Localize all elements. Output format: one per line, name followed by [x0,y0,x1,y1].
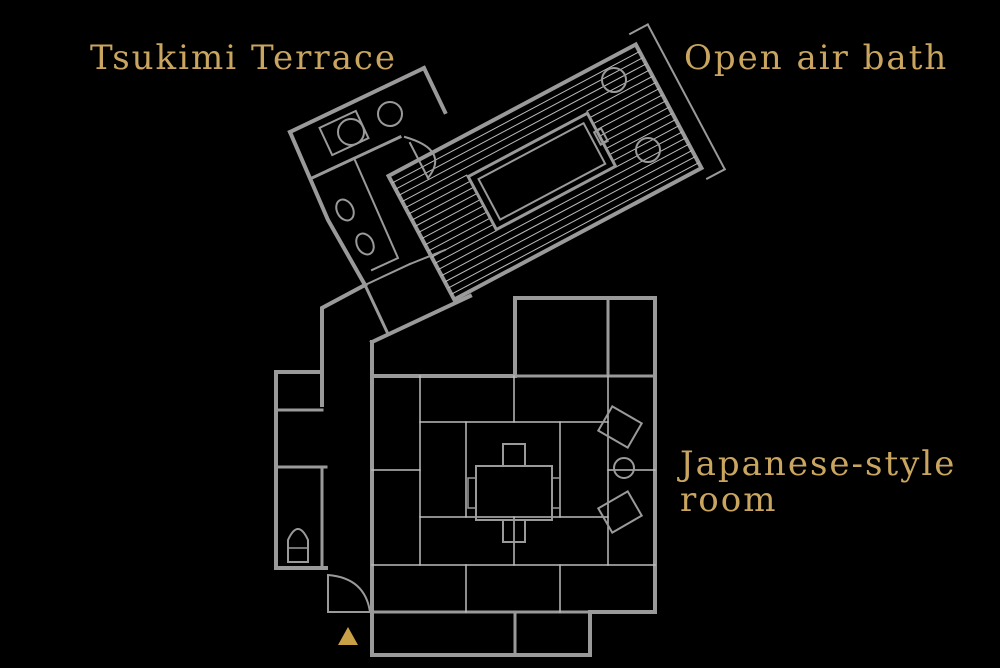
bath-edge [628,23,650,36]
toilet-icon [287,528,309,563]
cushion [502,519,526,543]
deck-slat [405,174,468,209]
japanese-room-wall [370,296,657,657]
bath-door-swing [403,135,437,180]
deck-slat [451,162,699,295]
side-table [613,457,635,479]
deck-slat [444,149,693,283]
deck-slat [592,88,660,125]
deck-slat [415,192,478,227]
vanity-basin [355,232,375,256]
entry-door-swing [326,573,372,614]
cushion-side [551,477,561,509]
bath-deck [385,23,727,303]
tatami-grid [371,375,656,613]
deck-slat [434,230,498,264]
japanese-room-label-line2: room [680,480,778,520]
vanity-counter [326,156,400,272]
deck-slat [599,100,667,137]
bath-tub-inner [477,121,607,222]
japanese-room-label-line1: Japanese-style [680,444,957,484]
deck-slat [602,106,670,143]
deck-slat [428,217,491,252]
deck-slats [392,51,699,295]
deck-slat [398,63,647,196]
bath-tap [592,127,610,147]
deck-slat [612,125,680,162]
low-table [475,465,553,521]
deck-slat [615,131,683,168]
bath-deck-outline [385,41,705,303]
deck-slat [421,205,484,240]
deck-slat [392,51,640,184]
window-chair [596,490,644,534]
deck-slat [411,186,475,221]
terrace-wall [421,65,448,115]
deck-slat [589,81,657,119]
deck-slat [596,94,663,131]
deck-slat [441,143,690,277]
deck-slat [586,75,653,112]
deck-slat [424,211,488,246]
deck-slat [605,112,673,149]
terrace-wall [287,65,427,135]
cushion [502,443,526,467]
bath-stool [635,137,661,163]
deck-slat [408,180,471,215]
terrace-wall [310,135,402,180]
corridor-wall [369,293,473,345]
entrance-triangle-icon [338,627,358,645]
bath-edge [705,167,727,181]
bath-stool [601,67,627,93]
walls [274,23,727,657]
bath-edge [646,23,727,171]
bath-door [408,141,430,180]
terrace-sink [337,118,365,146]
toilet-room-wall [274,370,328,570]
deck-slat [418,199,481,233]
corridor-wall [363,283,390,336]
terrace-wall [287,129,368,288]
window-chair [596,405,644,449]
tsukimi-terrace-label: Tsukimi Terrace [90,38,398,78]
deck-slat [609,119,676,156]
bath-tub-outer [466,111,618,232]
open-air-bath-label: Open air bath [684,38,949,78]
wash-wall [408,248,447,266]
corridor-wall [320,282,368,407]
deck-slat [438,137,686,270]
wash-wall [363,262,412,287]
japanese-room-label: Japanese-style room [680,446,956,518]
cushion-side [467,477,477,509]
deck-slat [401,69,650,202]
deck-slat [447,156,696,289]
vanity-basin [335,198,355,222]
terrace-counter [318,109,370,157]
terrace-stool [377,101,403,127]
